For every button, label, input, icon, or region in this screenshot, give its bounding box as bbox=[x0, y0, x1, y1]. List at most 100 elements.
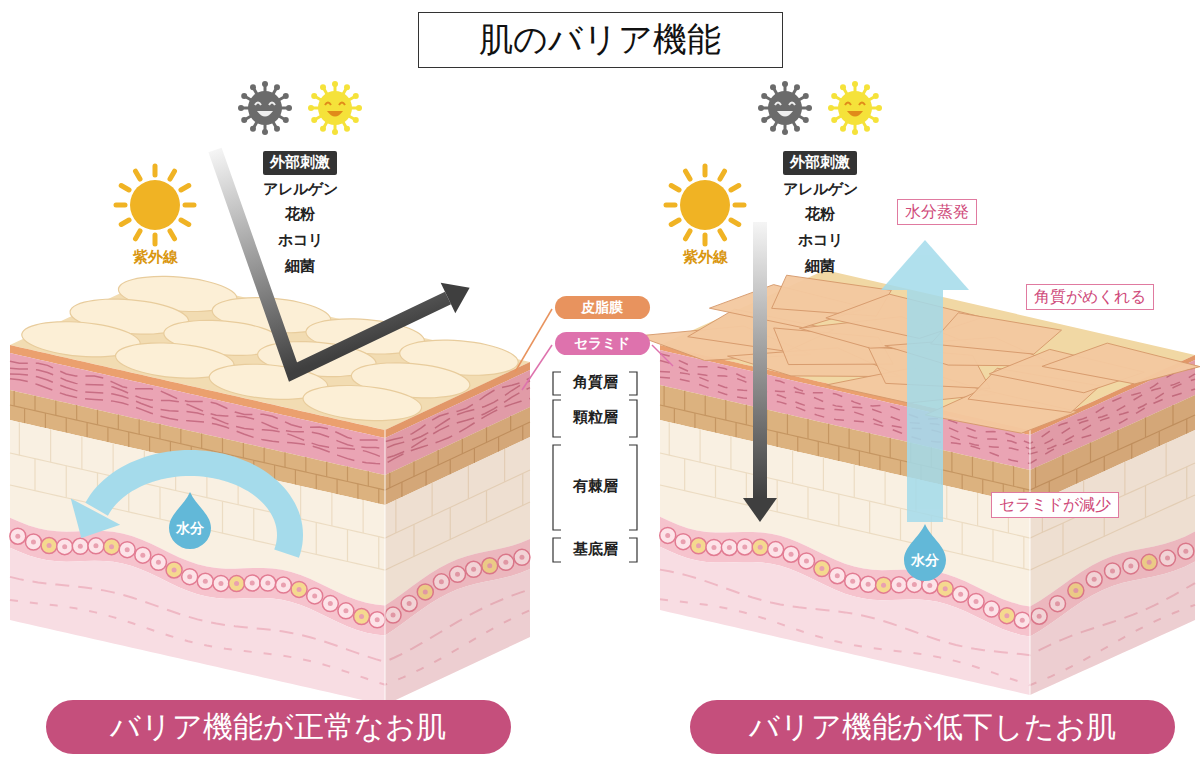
cell-wall bbox=[378, 537, 379, 569]
sun-ray bbox=[170, 171, 175, 179]
cell-nucleus bbox=[881, 583, 886, 588]
peeling-flake bbox=[931, 313, 1062, 354]
basal-cell bbox=[876, 577, 892, 593]
cell-wall bbox=[316, 522, 317, 554]
germ-body bbox=[248, 91, 282, 125]
germ-icon bbox=[758, 81, 812, 135]
sun-ray bbox=[136, 171, 141, 179]
cell-nucleus bbox=[943, 586, 948, 591]
germ-spike bbox=[782, 129, 788, 135]
germ-spike bbox=[241, 117, 247, 123]
sun-ray bbox=[170, 231, 175, 239]
germ-eye bbox=[845, 103, 865, 106]
layer-pill: セラミド bbox=[555, 332, 650, 355]
cell-wall bbox=[1013, 466, 1014, 486]
layer-bracket bbox=[553, 538, 561, 562]
layer-name: 角質層 bbox=[573, 374, 618, 391]
layer-bracket bbox=[629, 538, 637, 562]
cell-wall bbox=[284, 452, 285, 467]
stimulus-item: ホコリ bbox=[278, 232, 323, 249]
cell-wall bbox=[674, 408, 675, 423]
sun-disc bbox=[680, 180, 730, 230]
germ-spike bbox=[262, 81, 268, 87]
cell-wall bbox=[274, 465, 275, 480]
basal-cell bbox=[57, 539, 73, 555]
cell-wall bbox=[300, 486, 301, 519]
germ-spike bbox=[283, 117, 289, 123]
basal-cell bbox=[307, 588, 323, 604]
basal-cell bbox=[10, 528, 26, 544]
basal-cell bbox=[752, 539, 768, 555]
cell-nucleus bbox=[234, 581, 239, 586]
basal-cell bbox=[783, 546, 799, 562]
cell-nucleus bbox=[312, 593, 317, 598]
cell-wall bbox=[838, 494, 839, 526]
germ-spike bbox=[803, 93, 809, 99]
callout-box: セラミドが減少 bbox=[991, 492, 1119, 518]
basal-cell bbox=[999, 608, 1015, 624]
caption-pill: バリア機能が低下したお肌 bbox=[690, 700, 1175, 754]
cell-wall bbox=[19, 422, 20, 455]
cell-nucleus bbox=[989, 607, 994, 612]
cell-wall bbox=[838, 446, 839, 461]
cell-wall bbox=[66, 418, 67, 433]
stimulus-item: アレルゲン bbox=[783, 181, 858, 198]
basal-cell bbox=[166, 562, 182, 578]
germ-spike bbox=[283, 93, 289, 99]
cell-wall bbox=[884, 472, 885, 505]
cushion-cell bbox=[303, 385, 422, 420]
cell-wall bbox=[45, 413, 46, 428]
cell-wall bbox=[992, 462, 993, 482]
basal-cell bbox=[983, 601, 999, 617]
node-text: 角質がめくれる bbox=[1034, 288, 1146, 306]
cell-nucleus bbox=[328, 601, 333, 606]
basal-cell bbox=[891, 577, 907, 593]
basal-cell bbox=[322, 596, 338, 612]
cell-wall bbox=[159, 424, 160, 439]
germ-spike bbox=[794, 126, 800, 132]
cell-wall bbox=[1023, 537, 1024, 569]
cell-nucleus bbox=[758, 545, 763, 550]
cell-nucleus bbox=[125, 547, 130, 552]
cell-nucleus bbox=[819, 566, 824, 571]
cell-wall bbox=[869, 433, 870, 453]
sun-ray bbox=[671, 186, 679, 191]
germ-spike bbox=[770, 84, 776, 90]
stimulus-tag: 外部刺激 bbox=[783, 151, 857, 175]
cell-nucleus bbox=[265, 581, 270, 586]
cell-wall bbox=[787, 414, 788, 434]
germ-spike bbox=[758, 105, 764, 111]
germ-icon bbox=[238, 81, 292, 135]
germ-spike bbox=[320, 84, 326, 90]
cell-wall bbox=[81, 436, 82, 469]
cell-nucleus bbox=[927, 583, 932, 588]
cell-wall bbox=[977, 493, 978, 526]
germ-spike bbox=[353, 93, 359, 99]
cell-nucleus bbox=[896, 582, 901, 587]
cell-nucleus bbox=[958, 592, 963, 597]
cell-wall bbox=[347, 467, 348, 482]
cell-nucleus bbox=[78, 544, 83, 549]
cell-nucleus bbox=[912, 582, 917, 587]
sun-ray bbox=[153, 166, 158, 175]
cell-wall bbox=[777, 480, 778, 512]
sun-ray bbox=[185, 203, 194, 208]
basal-cell bbox=[660, 527, 676, 543]
cell-wall bbox=[992, 530, 993, 562]
sun-ray bbox=[121, 220, 129, 225]
basal-cell bbox=[104, 539, 120, 555]
cell-wall bbox=[14, 391, 15, 406]
germ-icon bbox=[308, 81, 362, 135]
diagram-title: 肌のバリア機能 bbox=[418, 12, 783, 68]
title-text: 肌のバリア機能 bbox=[479, 20, 721, 59]
arrow-head bbox=[881, 240, 969, 290]
cell-wall bbox=[264, 448, 265, 463]
cell-nucleus bbox=[789, 552, 794, 557]
cell-wall bbox=[243, 443, 244, 458]
cell-wall bbox=[859, 451, 860, 466]
leader-line bbox=[515, 309, 552, 372]
cell-wall bbox=[222, 501, 223, 533]
cell-wall bbox=[725, 400, 726, 420]
cell-wall bbox=[946, 486, 947, 519]
cell-wall bbox=[854, 465, 855, 498]
